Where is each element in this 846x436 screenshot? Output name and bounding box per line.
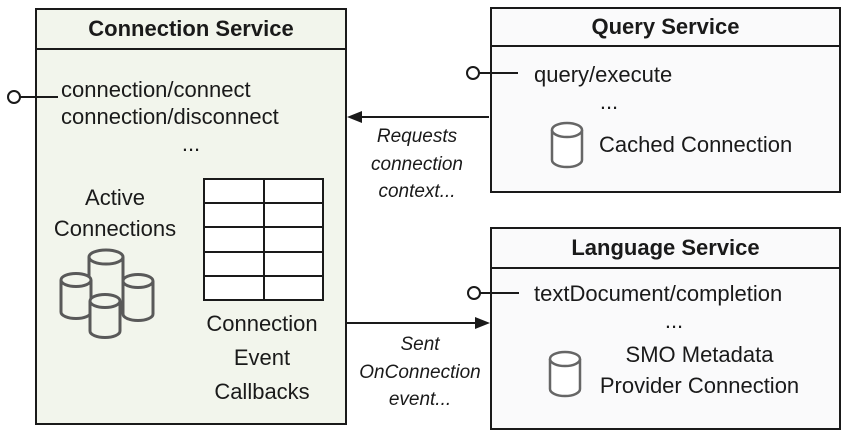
method-textdocument-completion: textDocument/completion — [534, 281, 783, 306]
language-service-methods: textDocument/completion ... — [534, 280, 814, 334]
connection-event-callbacks-label: Connection Event Callbacks — [206, 311, 318, 404]
database-cylinder-icon — [550, 121, 584, 169]
method-query-execute: query/execute — [534, 62, 673, 87]
cached-connection-row: Cached Connection — [549, 121, 792, 169]
cached-connection-label: Cached Connection — [599, 132, 793, 157]
smo-metadata-provider-label: SMO Metadata Provider Connection — [599, 342, 800, 398]
query-service-box: Query Service query/execute ... Cached C… — [490, 7, 841, 193]
methods-ellipsis: ... — [599, 89, 619, 114]
method-connection-connect: connection/connect — [61, 77, 251, 102]
language-service-title: Language Service — [492, 229, 839, 269]
query-service-methods: query/execute ... — [534, 61, 684, 115]
language-service-box: Language Service textDocument/completion… — [490, 227, 841, 430]
method-connection-disconnect: connection/disconnect — [61, 104, 279, 129]
connection-service-title: Connection Service — [37, 10, 345, 50]
methods-ellipsis: ... — [664, 308, 684, 333]
query-service-title: Query Service — [492, 9, 839, 47]
methods-ellipsis: ... — [181, 131, 201, 156]
connection-service-box: Connection Service connection/connect co… — [35, 8, 347, 425]
database-cylinders-cluster-icon — [59, 248, 155, 339]
requests-connection-context-label: Requests connection context... — [371, 126, 463, 202]
sent-onconnection-event-label: Sent OnConnection event... — [359, 334, 481, 410]
requests-connection-arrow — [347, 111, 489, 123]
database-cylinder-icon — [548, 350, 582, 398]
active-connections-label: Active Connections — [53, 185, 177, 241]
connection-service-methods: connection/connect connection/disconnect… — [61, 76, 321, 157]
sent-onconnection-arrow — [347, 317, 490, 329]
callbacks-table-icon — [203, 178, 324, 301]
